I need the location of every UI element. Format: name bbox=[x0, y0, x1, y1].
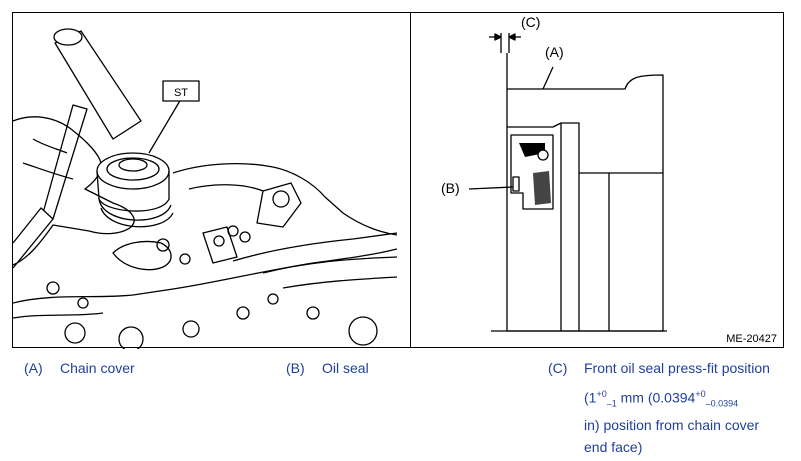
legend-key-b: (B) bbox=[286, 360, 305, 376]
legend-item-c: (C) Front oil seal press-fit position (1+… bbox=[548, 357, 798, 458]
illustration-frame: ST (C) (A) (B) ME-20427 bbox=[12, 12, 784, 349]
chain-cover-section bbox=[491, 53, 667, 332]
panel-divider bbox=[410, 13, 411, 347]
leader-a bbox=[542, 66, 554, 90]
engine-block bbox=[13, 162, 398, 349]
callout-b: (B) bbox=[441, 180, 460, 196]
legend-text-a: Chain cover bbox=[60, 360, 135, 376]
legend-text-c-prefix: Front oil seal press-fit position bbox=[584, 360, 770, 376]
st-leader-line bbox=[148, 80, 200, 154]
legend-item-b: (B) Oil seal bbox=[286, 357, 369, 379]
figure-id: ME-20427 bbox=[726, 333, 777, 345]
callout-c: (C) bbox=[521, 14, 540, 30]
legend-text-c-suffix-2: end face) bbox=[584, 439, 643, 456]
oil-seal-section bbox=[510, 134, 554, 210]
legend-item-a: (A) Chain cover bbox=[24, 357, 135, 379]
legend-text-b: Oil seal bbox=[322, 360, 369, 376]
callout-a: (A) bbox=[545, 44, 564, 60]
legend-key-c: (C) bbox=[548, 360, 568, 376]
illustration-drawing bbox=[13, 28, 667, 349]
dimension-c bbox=[489, 33, 521, 53]
hand-illustration bbox=[13, 116, 135, 266]
special-tool-st bbox=[96, 152, 174, 228]
leader-b bbox=[468, 186, 514, 190]
callout-labels: ST (C) (A) (B) bbox=[174, 14, 564, 196]
legend-text-c-suffix-1: in) position from chain cover bbox=[584, 417, 760, 434]
legend-key-a: (A) bbox=[24, 360, 43, 376]
st-label: ST bbox=[174, 87, 188, 99]
legend-text-c-value: (1+0–1 mm (0.0394+0–0.0394 bbox=[584, 389, 739, 409]
